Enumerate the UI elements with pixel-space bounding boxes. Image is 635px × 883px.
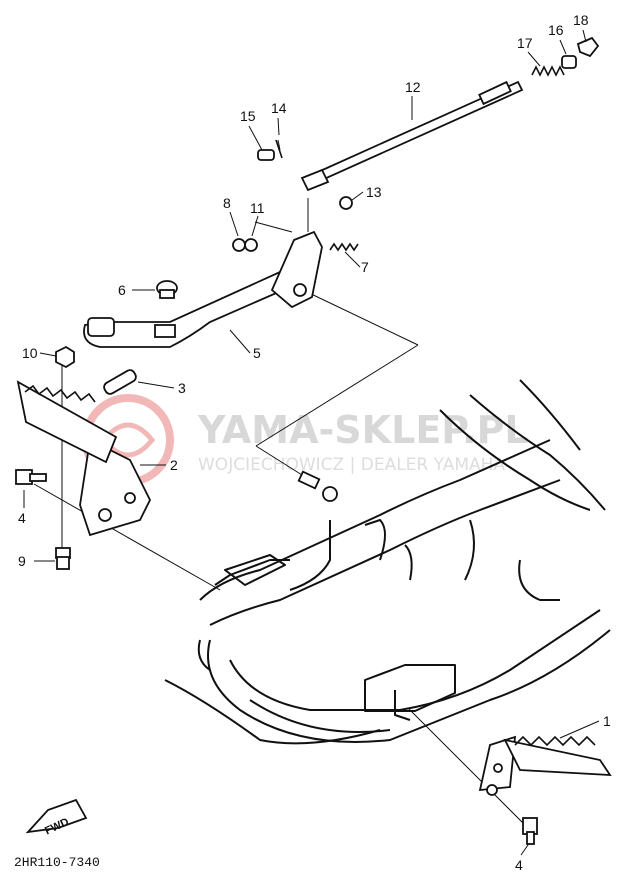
part-2-footrest-bracket [79,438,152,537]
callout-10: 10 [22,345,38,361]
part-18-joint [576,36,600,58]
callout-17: 17 [517,35,533,51]
callout-16: 16 [548,22,564,38]
part-footpeg-left [16,380,118,464]
callout-4-upper: 4 [18,510,26,526]
callout-9: 9 [18,553,26,569]
callout-11: 11 [250,200,265,216]
part-10-nut [55,345,75,369]
callout-leaders [23,29,600,856]
watermark-subtitle: WOJCIECHOWICZ | DEALER YAMAHA [198,455,505,475]
part-8-circlip [232,238,246,252]
part-14-cotter-pin [275,139,283,159]
part-3-pin [103,369,137,395]
part-15-pin [257,149,275,161]
leader-lines [33,139,531,831]
callout-15: 15 [240,108,256,124]
callout-7: 7 [361,259,369,275]
part-17-spring [531,65,565,77]
callout-2: 2 [170,457,178,473]
part-4-bolt-upper [15,469,47,485]
part-13-nut [339,196,353,210]
callout-5: 5 [253,345,261,361]
callout-labels: 1 2 3 4 4 5 6 7 8 9 10 11 12 13 14 15 16… [18,12,611,873]
callout-1: 1 [603,713,611,729]
part-7-spring [329,242,359,252]
callout-18: 18 [573,12,589,28]
callout-4-lower: 4 [515,857,523,873]
chassis-frame [164,379,611,745]
part-5-brake-pedal [83,230,323,348]
diagram-code: 2HR110-7340 [14,855,100,870]
part-1-footrest-right [478,735,612,796]
watermark-title: YAMA-SKLEP.PL [197,408,529,452]
pivot-bolt [297,470,338,502]
callout-12: 12 [405,79,421,95]
callout-6: 6 [118,282,126,298]
part-12-brake-rod [300,80,524,192]
part-9-bolt [55,547,71,570]
callout-3: 3 [178,380,186,396]
part-4-bolt-lower [522,817,538,845]
part-6-cap [156,280,178,299]
callout-14: 14 [271,100,287,116]
fwd-arrow: FWD [25,798,88,837]
callout-13: 13 [366,184,382,200]
watermark: YAMA-SKLEP.PL WOJCIECHOWICZ | DEALER YAM… [82,394,529,486]
callout-8: 8 [223,195,231,211]
part-16-adjusting-nut [561,55,577,69]
part-11-washer [244,238,258,252]
